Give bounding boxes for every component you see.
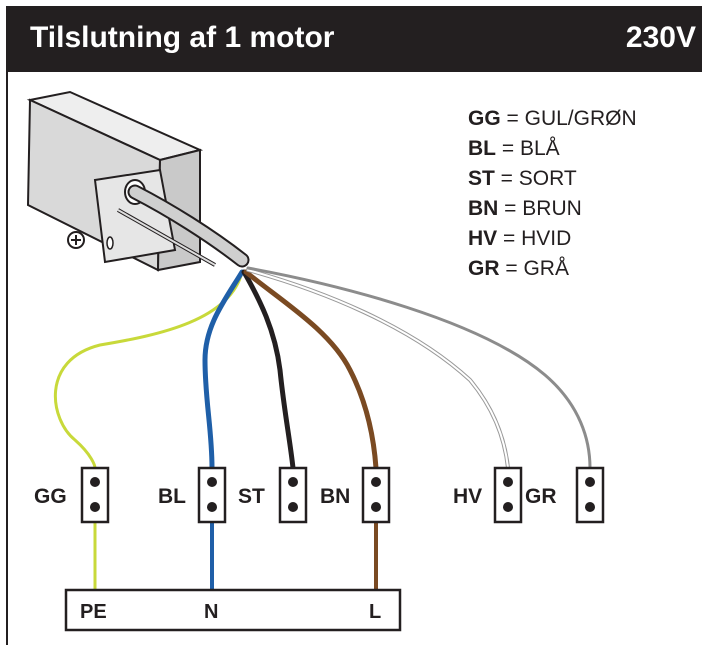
connector-label-gr: GR xyxy=(525,485,557,508)
legend-row: BL = BLÅ xyxy=(468,137,560,160)
connector-block xyxy=(278,466,308,524)
connector-block xyxy=(361,466,391,524)
connector-label-st: ST xyxy=(238,485,265,508)
connector-label-bn: BN xyxy=(320,485,350,508)
terminal-strip xyxy=(64,588,402,632)
wire-black xyxy=(241,269,296,471)
voltage-label: 230V xyxy=(625,21,696,54)
terminal-label-n: N xyxy=(204,601,218,623)
header-bar: Tilslutning af 1 motor 230V xyxy=(6,6,702,72)
frame-border xyxy=(6,72,8,645)
wire-yellow-green xyxy=(53,270,244,470)
connector-block xyxy=(575,466,605,524)
terminal-label-l: L xyxy=(369,601,381,623)
motor-illustration xyxy=(26,90,250,272)
wire-blue xyxy=(202,269,245,471)
legend-row: GR = GRÅ xyxy=(468,257,569,280)
page-title: Tilslutning af 1 motor xyxy=(30,21,335,54)
wire-white-core xyxy=(247,269,509,469)
connector-block xyxy=(197,466,227,524)
wire-grey xyxy=(246,266,592,470)
connector-block xyxy=(80,466,110,524)
connector-label-bl: BL xyxy=(158,485,186,508)
color-legend: GG = GUL/GRØN BL = BLÅ ST = SORT BN = BR… xyxy=(468,104,637,284)
connector-block xyxy=(493,466,523,524)
wire-brown xyxy=(243,269,379,471)
legend-row: GG = GUL/GRØN xyxy=(468,107,637,130)
legend-row: ST = SORT xyxy=(468,167,577,190)
connector-label-gg: GG xyxy=(34,485,67,508)
legend-row: HV = HVID xyxy=(468,227,572,250)
terminal-label-pe: PE xyxy=(80,601,107,623)
connector-label-hv: HV xyxy=(453,485,482,508)
legend-row: BN = BRUN xyxy=(468,197,582,220)
